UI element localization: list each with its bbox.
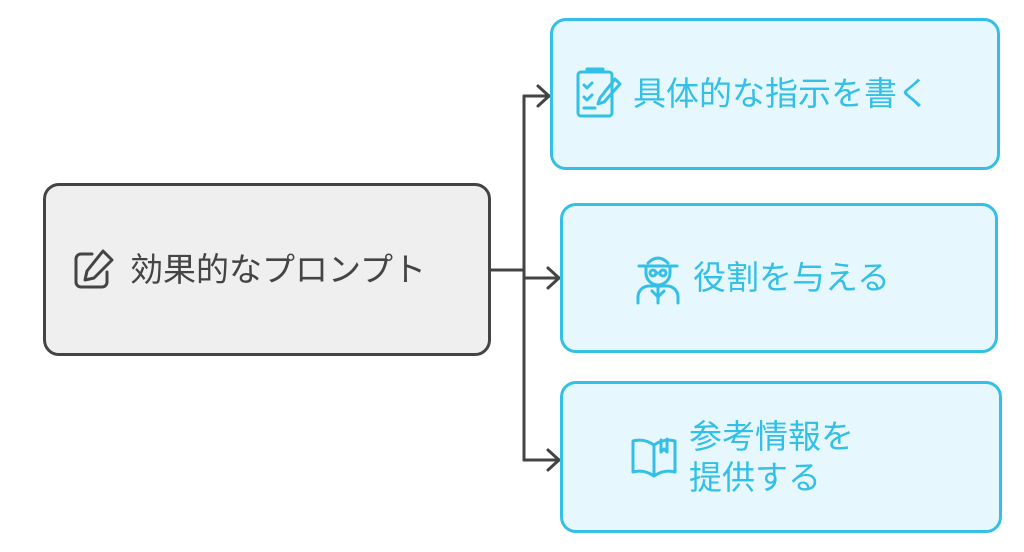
arrowhead-2: [546, 266, 561, 290]
connector-trunk: [489, 94, 526, 462]
edit-icon: [68, 245, 118, 295]
child-label-specific-instructions: 具体的な指示を書く: [633, 74, 930, 114]
person-with-hat-icon: [633, 251, 683, 305]
clipboard-edit-icon: [573, 67, 623, 121]
open-book-icon: [629, 430, 679, 484]
root-node: 効果的なプロンプト: [43, 183, 491, 356]
arrowhead-1: [536, 84, 551, 108]
child-node-give-role: 役割を与える: [560, 203, 998, 353]
child-label-provide-reference: 参考情報を 提供する: [689, 416, 854, 499]
root-label: 効果的なプロンプト: [130, 249, 427, 289]
child-label-give-role: 役割を与える: [693, 258, 891, 298]
child-label-line-2: 提供する: [689, 458, 821, 497]
child-node-provide-reference: 参考情報を 提供する: [560, 381, 1002, 533]
child-label-line-1: 参考情報を: [689, 416, 854, 456]
arrowhead-3: [546, 448, 561, 472]
child-node-specific-instructions: 具体的な指示を書く: [550, 18, 1000, 170]
